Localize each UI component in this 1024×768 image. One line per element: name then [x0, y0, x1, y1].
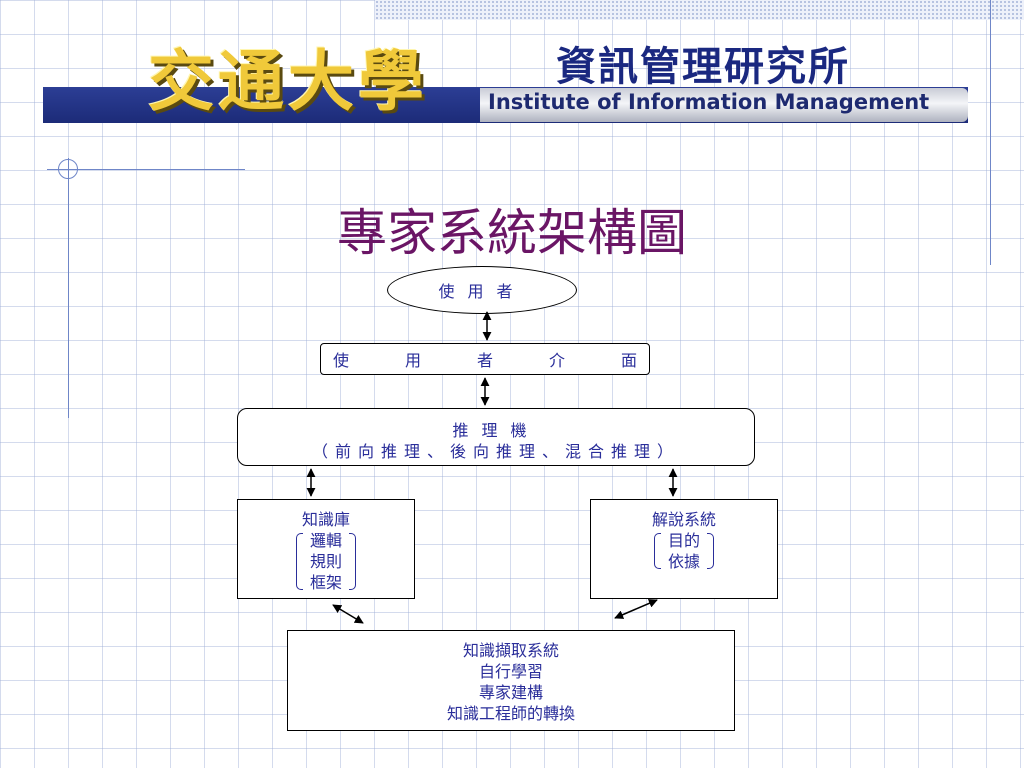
decor-circle — [58, 159, 78, 179]
knowledge-base-items: 邏輯 規則 框架 — [295, 530, 357, 593]
explanation-system-item: 目的 — [667, 531, 700, 550]
decor-line-horizontal — [47, 169, 245, 170]
explanation-system-node: 解說系統 目的 依據 — [590, 499, 778, 599]
knowledge-base-item: 邏輯 — [309, 531, 342, 550]
inference-engine-title: 推理機 — [452, 421, 540, 440]
explanation-system-items: 目的 依據 — [653, 530, 715, 572]
knowledge-acquisition-line: 知識工程師的轉換 — [446, 704, 575, 723]
ui-char: 者 — [476, 351, 493, 370]
inference-engine-subtitle: （前向推理、後向推理、混合推理） — [311, 442, 680, 461]
knowledge-acquisition-node: 知識擷取系統 自行學習 專家建構 知識工程師的轉換 — [287, 630, 735, 731]
arrow-explanation-to-acquisition — [614, 599, 658, 619]
user-label: 使用者 — [438, 282, 526, 301]
user-interface-node: 使 用 者 介 面 — [320, 343, 650, 375]
knowledge-acquisition-line: 自行學習 — [478, 662, 543, 681]
knowledge-base-title: 知識庫 — [301, 510, 350, 529]
inference-engine-node: 推理機 （前向推理、後向推理、混合推理） — [237, 408, 755, 466]
university-logo: 交通大學 — [148, 42, 428, 120]
knowledge-acquisition-line: 知識擷取系統 — [462, 641, 559, 660]
institute-name-cn: 資訊管理研究所 — [556, 43, 850, 90]
header-pattern — [375, 0, 1024, 20]
knowledge-base-node: 知識庫 邏輯 規則 框架 — [237, 499, 415, 599]
ui-char: 面 — [620, 351, 637, 370]
decor-line-right — [990, 0, 991, 265]
ui-char: 用 — [404, 351, 421, 370]
user-node: 使用者 — [387, 266, 577, 314]
explanation-system-item: 依據 — [667, 552, 700, 571]
knowledge-acquisition-line: 專家建構 — [478, 683, 543, 702]
knowledge-base-item: 框架 — [309, 573, 342, 592]
ui-char: 介 — [548, 351, 565, 370]
arrow-kb-to-acquisition — [332, 604, 364, 624]
header-banner-strip — [480, 88, 968, 122]
knowledge-base-item: 規則 — [309, 552, 342, 571]
explanation-system-title: 解說系統 — [651, 510, 716, 529]
decor-line-left — [68, 158, 69, 418]
page-title: 專家系統架構圖 — [337, 204, 687, 262]
institute-name-en: Institute of Information Management — [488, 90, 930, 114]
ui-char: 使 — [333, 351, 350, 370]
